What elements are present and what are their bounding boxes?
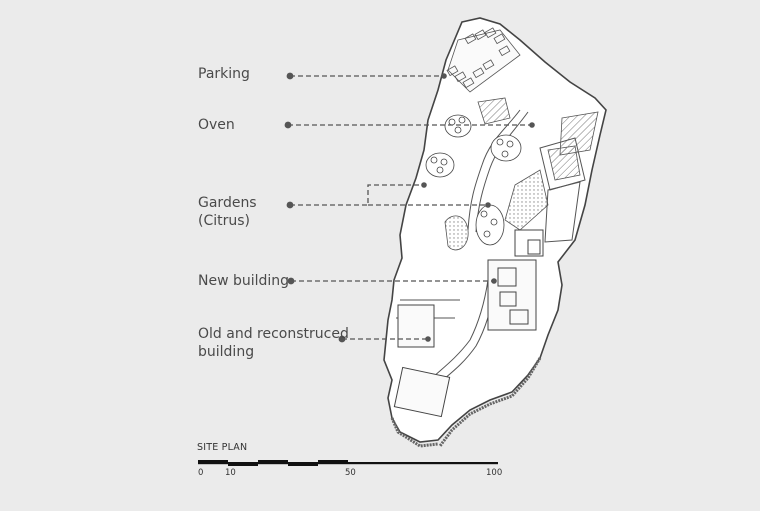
scale-tick-100: 100 — [486, 468, 503, 478]
label-oven: Oven — [198, 117, 235, 133]
planted-fields — [539, 137, 586, 243]
new-building-plan — [487, 229, 544, 331]
garden-trees — [425, 114, 522, 246]
label-gardens: Gardens — [198, 195, 257, 211]
scale-tick-50: 50 — [345, 468, 356, 478]
hatched-zones — [444, 97, 599, 251]
label-new-building: New building — [198, 273, 290, 289]
leader-dots — [284, 72, 535, 343]
label-gardens-sub: (Citrus) — [198, 213, 251, 229]
scale-title: SITE PLAN — [197, 442, 248, 453]
leader-gardens — [290, 184, 488, 206]
scale-bar — [198, 460, 498, 466]
parking-area — [446, 27, 521, 93]
scale-tick-10: 10 — [225, 468, 236, 478]
label-parking: Parking — [198, 66, 250, 82]
label-old-building-sub: building — [198, 344, 255, 360]
scale-tick-0: 0 — [198, 468, 204, 478]
label-old-building: Old and reconstruced — [198, 326, 349, 342]
leader-lines — [288, 75, 532, 340]
